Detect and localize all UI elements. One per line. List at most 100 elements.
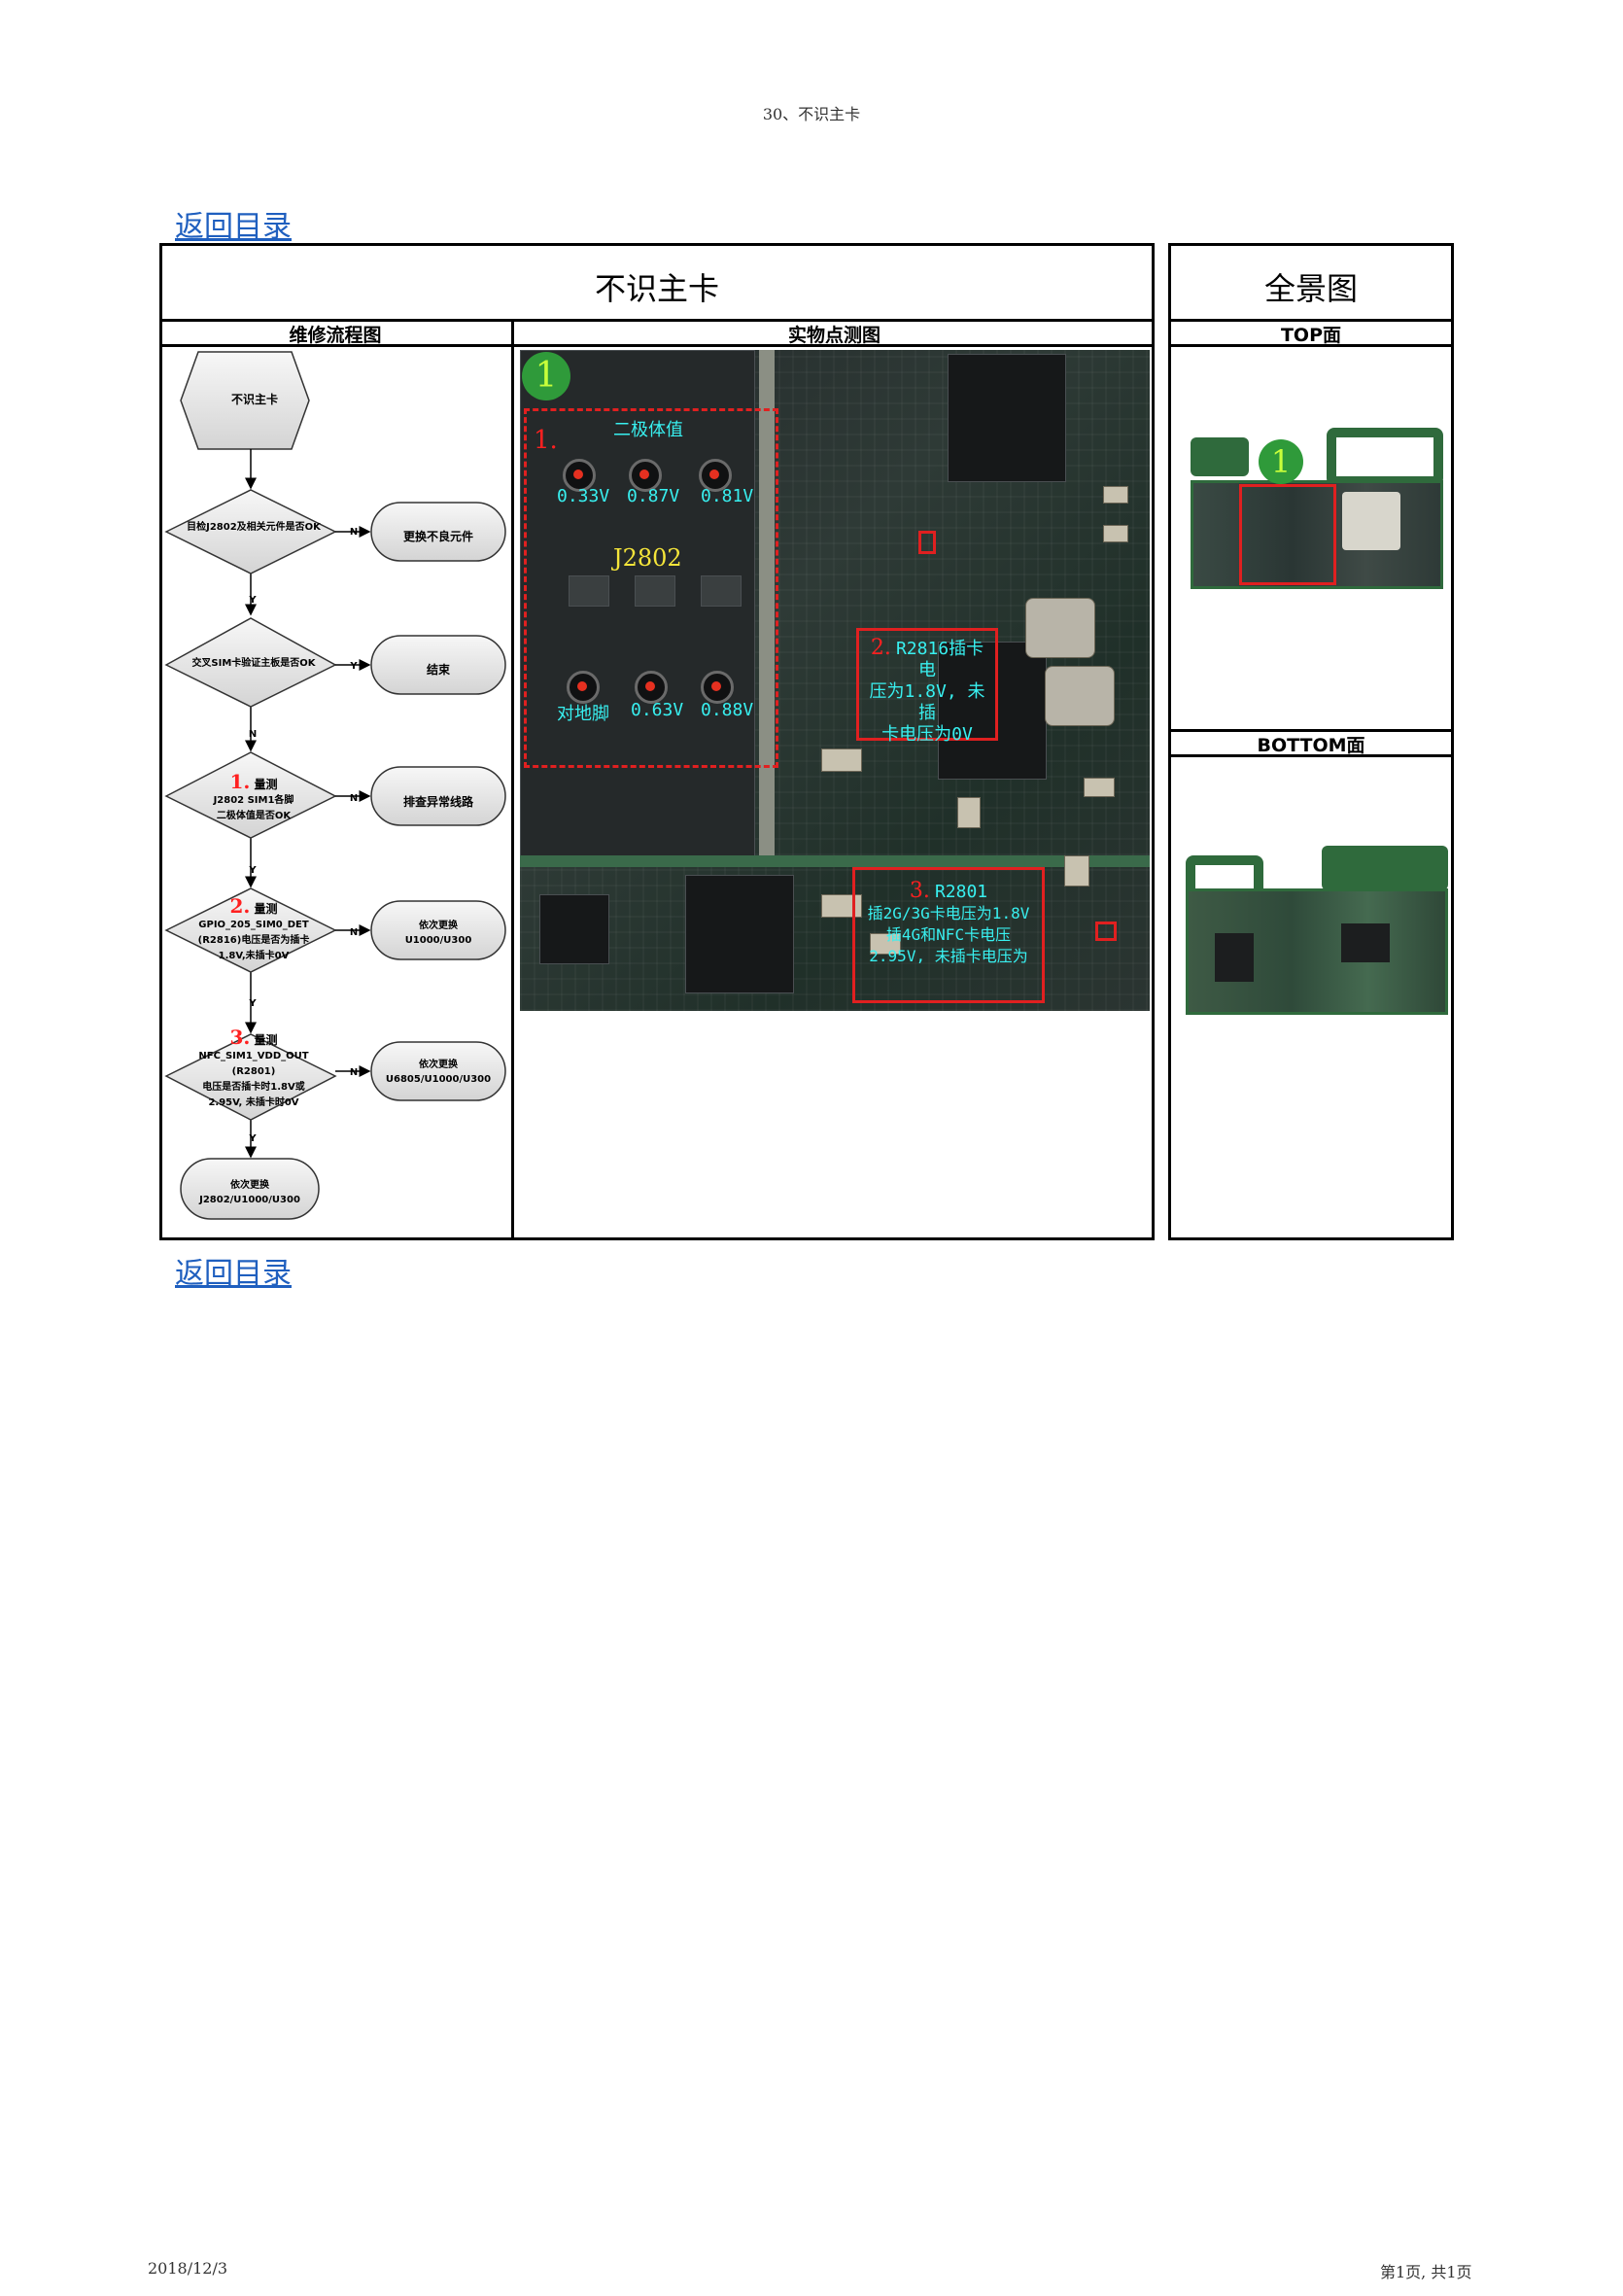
box2-number: 2. — [870, 636, 891, 660]
component — [957, 797, 981, 828]
component — [1103, 486, 1128, 504]
pcb-trace — [520, 855, 1150, 867]
flow-label-y: Y — [249, 865, 257, 876]
box3-head: R2801 — [934, 882, 988, 902]
measure-box-2 — [856, 628, 998, 741]
flow-end-line1: 依次更换 — [230, 1180, 269, 1191]
diode-pad — [701, 671, 734, 704]
board-chip — [1215, 933, 1254, 982]
component — [870, 933, 901, 955]
measure-box-3 — [852, 867, 1045, 1003]
main-table — [159, 243, 1155, 1240]
flow-label-n: N — [349, 793, 359, 804]
component — [1064, 855, 1089, 887]
main-title: 不识主卡 — [594, 270, 719, 307]
flow-decision-5-line4: 2.95V, 未插卡时0V — [208, 1097, 299, 1108]
inductor — [1025, 598, 1095, 658]
top-board-image: 1 — [1191, 428, 1443, 593]
flow-result-2-label: 结束 — [426, 663, 450, 677]
ic-chip — [539, 894, 609, 964]
flow-start-label: 不识主卡 — [230, 393, 278, 406]
flow-decision-1-label: 目检J2802及相关元件是否OK — [187, 522, 321, 533]
flow-result-5 — [370, 1041, 506, 1101]
flow-result-5-label: 依次更换 U6805/U1000/U300 — [371, 1058, 505, 1087]
flow-result-2 — [370, 635, 506, 695]
divider — [159, 319, 1155, 322]
flow-decision-5 — [164, 1033, 337, 1121]
component — [821, 894, 862, 918]
board-shield — [1342, 492, 1400, 550]
board-frame — [1327, 428, 1443, 486]
connector-pin — [701, 575, 742, 607]
box3-text: 3. R2801 插2G/3G卡电压为1.8V 插4G和NFC卡电压 2.95V… — [856, 881, 1041, 967]
box1-title: 二极体值 — [613, 420, 683, 440]
diode-value: 0.63V — [631, 700, 684, 720]
bottom-side-label: BOTTOM面 — [1257, 735, 1365, 756]
box2-line2: 压为1.8V, 未插 — [869, 681, 985, 723]
flow-result-1-label: 更换不良元件 — [402, 530, 473, 543]
bottom-board-image — [1186, 846, 1448, 1017]
flow-decision-5-line1: NFC_SIM1_VDD_OUT — [198, 1051, 309, 1061]
repair-flowchart — [164, 351, 506, 1220]
diode-value: 0.81V — [701, 486, 754, 506]
flow-end-node — [180, 1158, 320, 1220]
flow-decision-5-label: 3. 量测 NFC_SIM1_VDD_OUT (R2801) 电压是否插卡时1.… — [169, 1027, 338, 1110]
flow-label-n: N — [349, 927, 359, 938]
flow-decision-3-line2: 二极体值是否OK — [216, 811, 292, 821]
flow-end-label: 依次更换 J2802/U1000/U300 — [181, 1178, 319, 1207]
flow-label-y: Y — [249, 1133, 257, 1144]
flow-result-4-line2: U1000/U300 — [404, 935, 472, 946]
footer-date: 2018/12/3 — [148, 2259, 228, 2278]
ic-chip — [948, 354, 1066, 482]
back-to-toc-link[interactable]: 返回目录 — [175, 1257, 292, 1291]
divider — [159, 344, 1155, 347]
panorama-table — [1168, 243, 1454, 1240]
document-header: 30、不识主卡 — [762, 105, 861, 123]
footer-page-number: 第1页, 共1页 — [1380, 2263, 1472, 2281]
flow-start-node — [180, 351, 310, 450]
divider — [511, 319, 514, 1240]
flow-result-1 — [370, 502, 506, 562]
diode-pad — [563, 459, 596, 492]
diode-pad — [635, 671, 668, 704]
flow-decision-2-label: 交叉SIM卡验证主板是否OK — [191, 658, 316, 669]
photo-marker: 1 — [522, 352, 570, 400]
diode-pad — [629, 459, 662, 492]
back-to-toc-link[interactable]: 返回目录 — [175, 210, 292, 244]
flow-column-header: 维修流程图 — [289, 325, 382, 346]
board-body — [1186, 888, 1448, 1015]
box3-line3: 2.95V, 未插卡电压为 — [869, 947, 1028, 965]
flow-label-n: N — [248, 729, 258, 740]
diode-value: 对地脚 — [557, 704, 609, 724]
panorama-marker: 1 — [1259, 439, 1303, 484]
box3-line1: 插2G/3G卡电压为1.8V — [867, 904, 1030, 922]
flow-decision-5-num: 3. — [229, 1026, 251, 1049]
connector-pin — [569, 575, 609, 607]
diode-pad — [699, 459, 732, 492]
diode-pad — [567, 671, 600, 704]
flow-result-4 — [370, 900, 506, 960]
flow-label-n: N — [349, 1067, 359, 1078]
flow-decision-4-head: 量测 — [254, 902, 278, 916]
flow-decision-3-num: 1. — [229, 770, 251, 793]
box2-line3: 卡电压为0V — [881, 724, 973, 745]
flow-result-3 — [370, 766, 506, 826]
box1-number: 1. — [534, 426, 558, 455]
board-chip — [1341, 923, 1390, 962]
divider — [1168, 319, 1454, 322]
test-point-marker — [1095, 922, 1117, 941]
flow-result-5-line2: U6805/U1000/U300 — [385, 1074, 492, 1085]
box3-line2: 插4G和NFC卡电压 — [885, 925, 1012, 944]
board-frame — [1191, 437, 1249, 476]
highlight-box — [1239, 484, 1336, 585]
flow-label-n: N — [349, 527, 359, 538]
flow-decision-3-head: 量测 — [254, 778, 278, 791]
flow-decision-5-head: 量测 — [254, 1033, 278, 1047]
test-point-marker — [918, 531, 936, 554]
box3-number: 3. — [909, 879, 930, 903]
diode-value: 0.87V — [627, 486, 680, 506]
inductor — [1045, 666, 1115, 726]
photo-column-header: 实物点测图 — [787, 325, 881, 346]
pcb-measurement-photo: 1 1. 二极体值 0.33V 0.87V 0.81V J2802 对地脚 0.… — [520, 350, 1150, 1011]
connector-pin — [635, 575, 675, 607]
